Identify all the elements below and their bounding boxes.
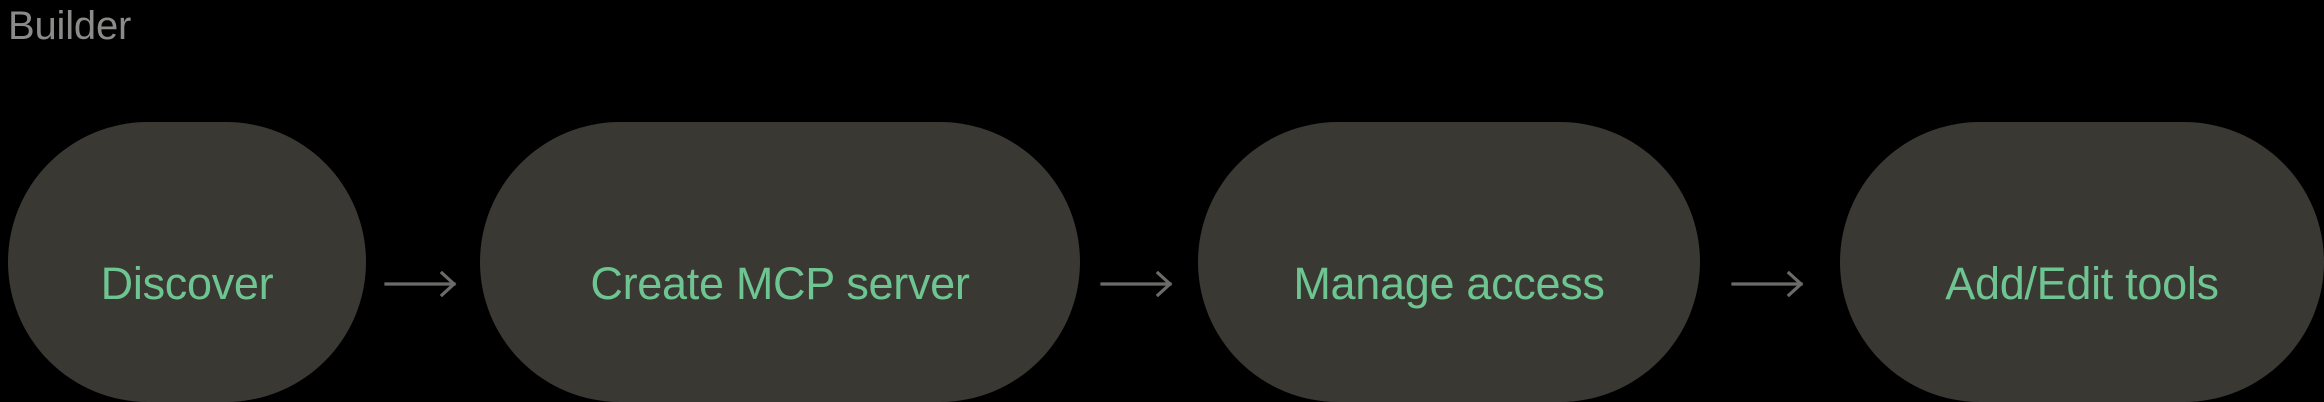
flow-step-add-edit-tools[interactable]: Add/Edit tools xyxy=(1840,122,2324,402)
flow-step-create-mcp-server[interactable]: Create MCP server xyxy=(480,122,1080,402)
flow-diagram: Discover Create MCP server Manage access xyxy=(0,122,2324,402)
right-arrow-icon xyxy=(366,144,480,402)
flow-step-discover[interactable]: Discover xyxy=(8,122,366,402)
page-title: Builder xyxy=(8,4,132,48)
flow-step-label: Add/Edit tools xyxy=(1945,258,2219,309)
flow-step-manage-access[interactable]: Manage access xyxy=(1198,122,1700,402)
flow-step-label: Manage access xyxy=(1293,258,1605,309)
flow-step-label: Discover xyxy=(100,258,274,309)
right-arrow-icon xyxy=(1080,144,1198,402)
flow-step-label: Create MCP server xyxy=(590,258,970,309)
right-arrow-icon xyxy=(1700,144,1840,402)
